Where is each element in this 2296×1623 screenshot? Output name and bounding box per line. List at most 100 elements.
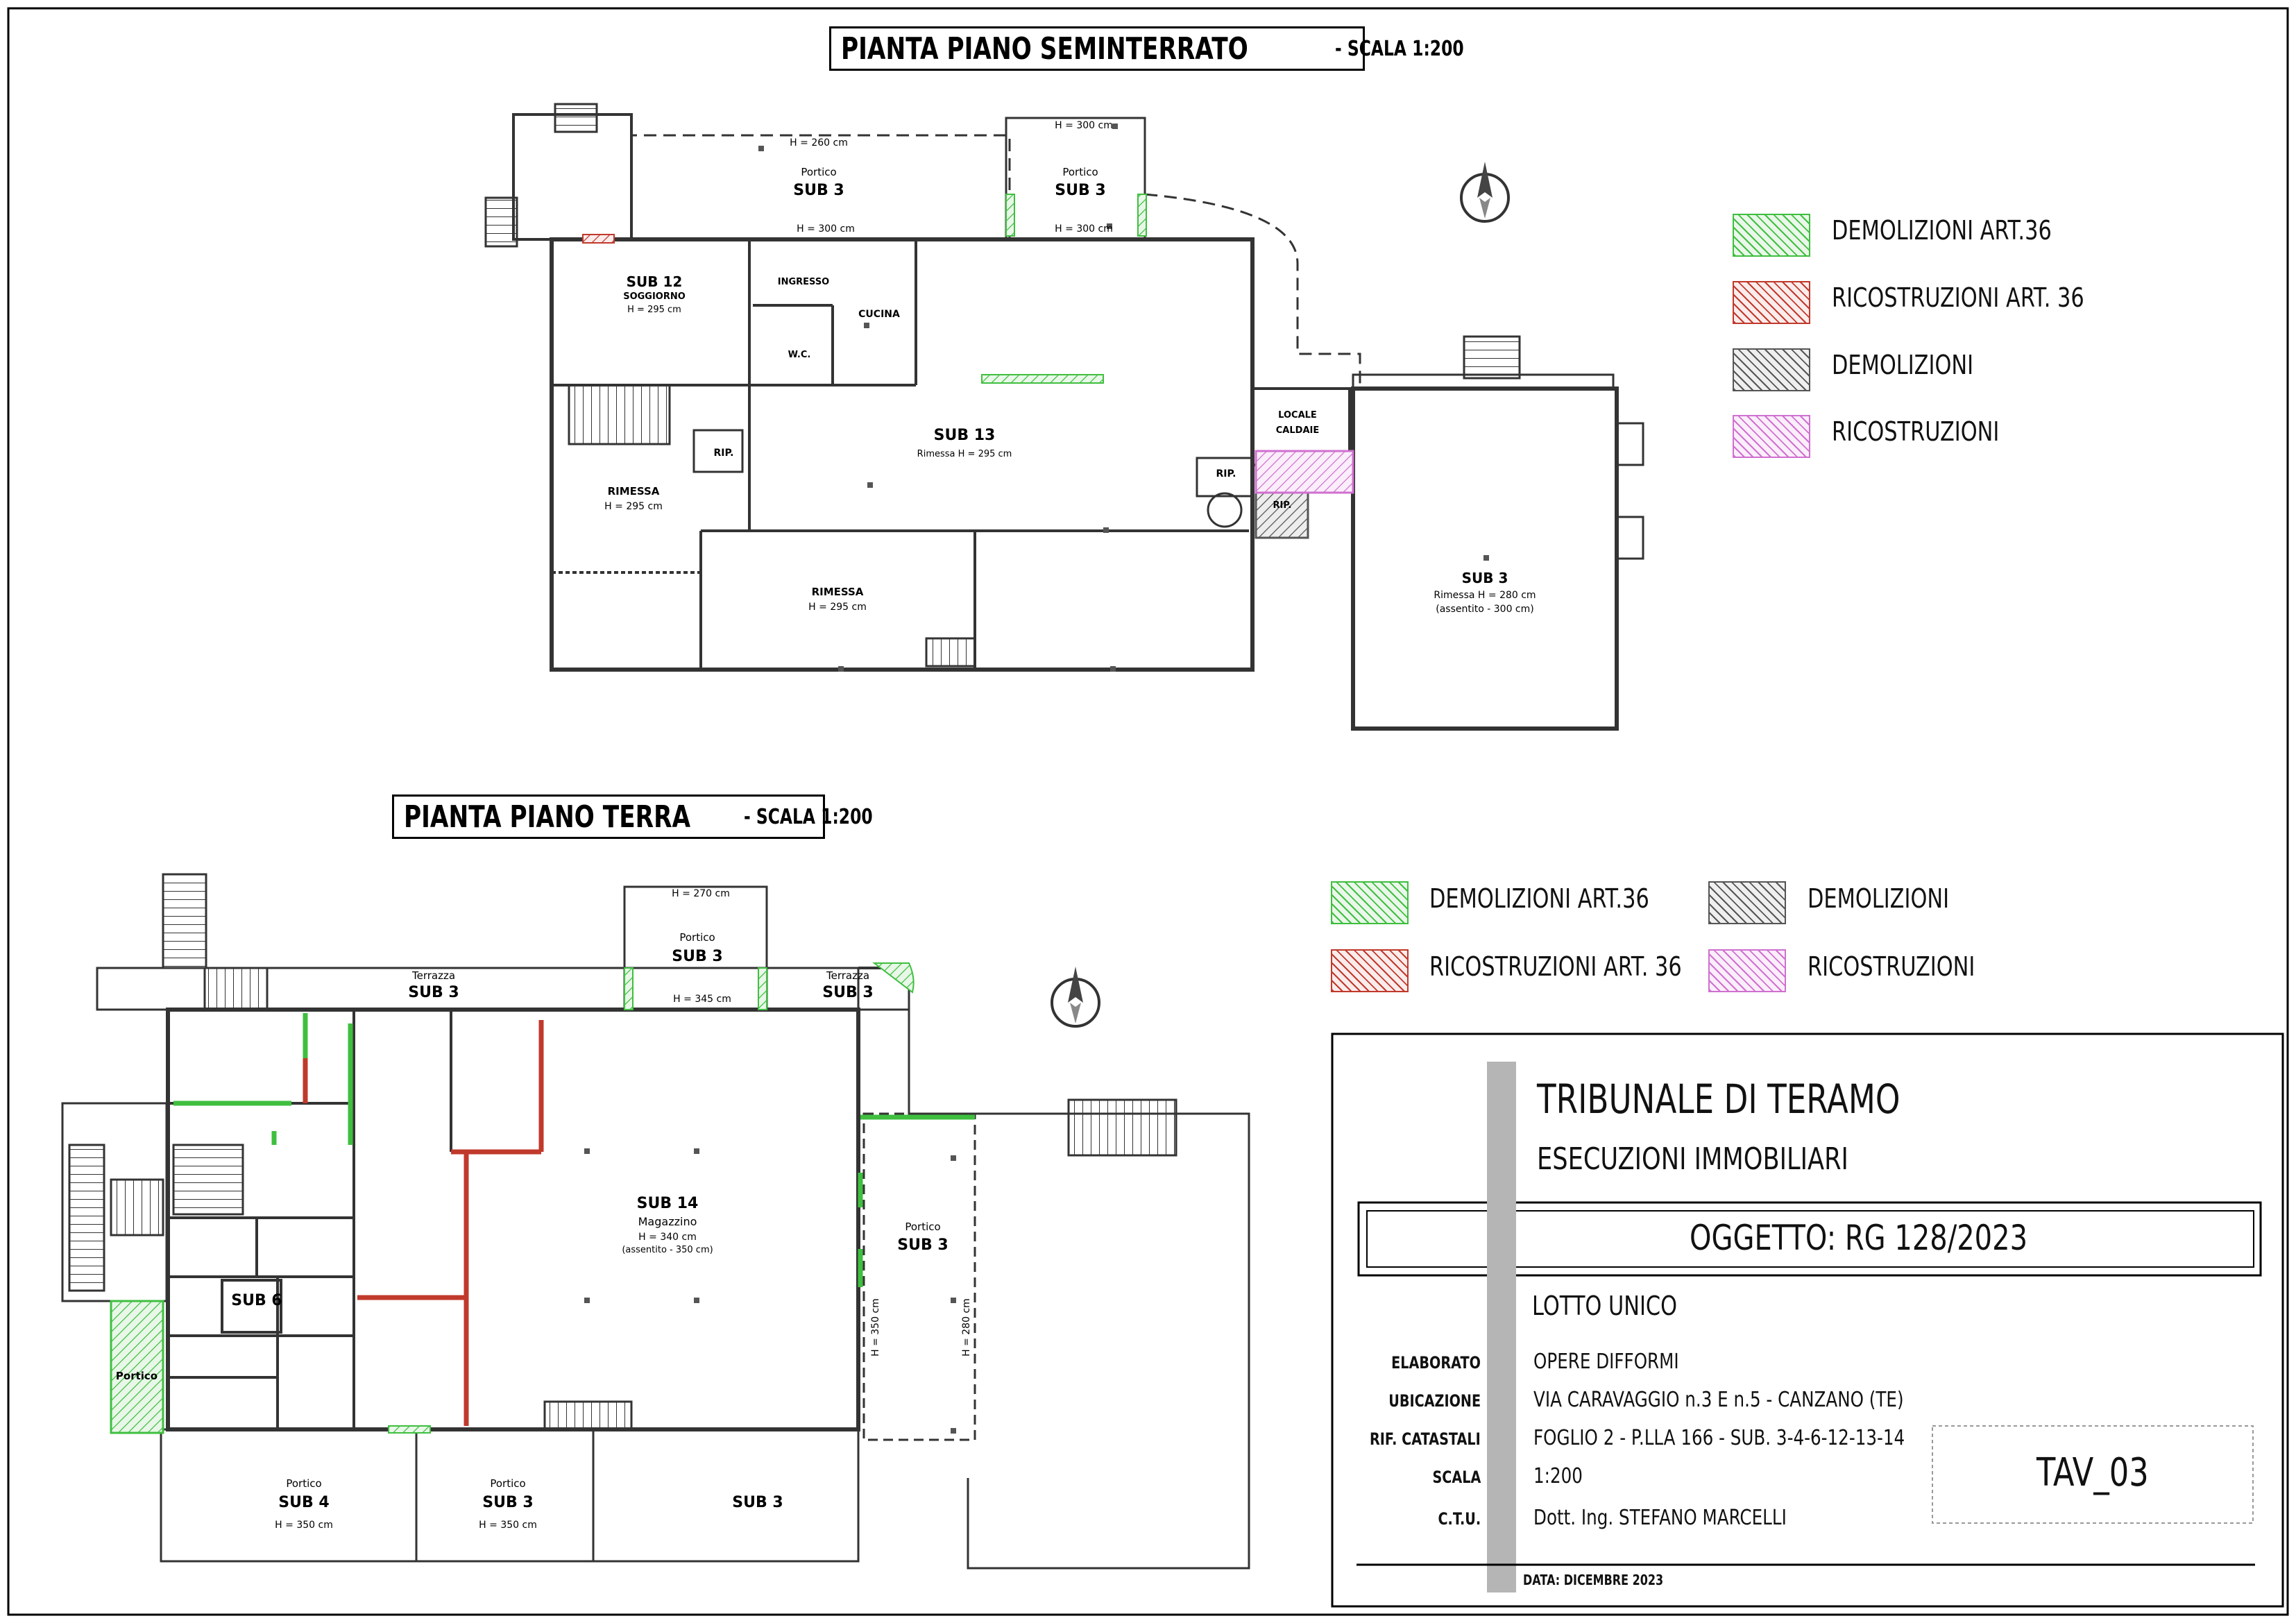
basement-label: H = 260 cm: [790, 137, 848, 148]
basement-green-porch-r: [1137, 194, 1147, 237]
ground-green-porch-left: [110, 1300, 164, 1434]
ground-green-porch-top-l: [624, 967, 633, 1010]
legend-swatch-ricostruzioni: [1708, 949, 1786, 992]
legend-label: DEMOLIZIONI: [1808, 883, 1950, 914]
basement-internal-stair: [568, 384, 671, 445]
ground-label: Portico: [286, 1477, 322, 1490]
ground-bottom-porches: [160, 1428, 860, 1563]
basement-label: INGRESSO: [777, 277, 830, 287]
ground-label: H = 280 cm: [960, 1298, 972, 1357]
ground-label: SUB 3: [732, 1494, 783, 1511]
titleblock-tav: TAV_03: [2036, 1450, 2149, 1495]
ground-label: SUB 3: [822, 984, 874, 1001]
basement-label: Rimessa H = 295 cm: [917, 449, 1012, 459]
ground-main-block: [166, 1008, 860, 1431]
legend-swatch-ricostruzioni: [1733, 415, 1810, 458]
basement-label: SUB 13: [933, 427, 996, 444]
basement-label: H = 300 cm: [797, 223, 855, 235]
ground-columns: [584, 1148, 956, 1434]
basement-plan: [484, 103, 1644, 731]
ground-label: SUB 14: [636, 1195, 699, 1212]
ground-stair-tower: [162, 873, 207, 969]
ground-label: Portico: [490, 1477, 526, 1490]
legend-label: DEMOLIZIONI: [1832, 350, 1974, 380]
legend-swatch-demolizioni-art36: [1733, 214, 1810, 257]
basement-porch-outline: [630, 134, 1011, 239]
ground-label: (assentito - 350 cm): [622, 1245, 713, 1255]
basement-label: SUB 3: [1055, 182, 1106, 199]
basement-rip-left: [1196, 457, 1254, 498]
ground-label: SUB 3: [408, 984, 459, 1001]
ground-title: PIANTA PIANO TERRA - SCALA 1:200: [392, 794, 872, 839]
ground-label: H = 340 cm: [638, 1232, 697, 1243]
titleblock-division: ESECUZIONI IMMOBILIARI: [1537, 1141, 1848, 1177]
ground-label: H = 345 cm: [673, 994, 731, 1005]
basement-label: CALDAIE: [1275, 425, 1320, 436]
basement-main-block: [550, 237, 1255, 672]
basement-label: RIMESSA: [811, 586, 864, 598]
basement-label: Rimessa H = 280 cm: [1434, 590, 1536, 601]
legend-label: RICOSTRUZIONI ART. 36: [1832, 282, 2084, 313]
basement-label: Portico: [801, 166, 837, 178]
basement-label: W.C.: [788, 350, 811, 360]
basement-label: SUB 3: [793, 182, 844, 199]
ground-red-walls: [303, 1020, 544, 1426]
titleblock-court: TRIBUNALE DI TERAMO: [1537, 1076, 1900, 1123]
legend-label: RICOSTRUZIONI: [1808, 951, 1975, 982]
legend-label: DEMOLIZIONI ART.36: [1429, 883, 1649, 914]
ground-title-text: PIANTA PIANO TERRA: [404, 799, 691, 835]
basement-label: RIMESSA: [607, 485, 660, 498]
titleblock-row-key: C.T.U.: [1438, 1509, 1481, 1529]
ground-label: SUB 3: [482, 1494, 534, 1511]
basement-label: SUB 12: [626, 273, 683, 290]
basement-label: RIP.: [713, 448, 734, 459]
legend-swatch-ricostruzioni-art36: [1331, 949, 1409, 992]
north-arrow-icon: [1051, 967, 1100, 1028]
ground-green-terrace-corner: [872, 962, 915, 994]
basement-label: LOCALE: [1278, 410, 1317, 420]
basement-label: H = 295 cm: [604, 501, 663, 512]
ground-label: Portico: [679, 931, 715, 944]
titleblock-frame: [1331, 1033, 2284, 1608]
basement-label: RIP.: [1273, 500, 1292, 511]
titleblock-row-key: SCALA: [1432, 1468, 1481, 1487]
ground-label: H = 350 cm: [479, 1520, 537, 1531]
basement-title: PIANTA PIANO SEMINTERRATO - SCALA 1:200: [829, 26, 1464, 71]
ground-sub6-room: [221, 1279, 282, 1334]
basement-title-text: PIANTA PIANO SEMINTERRATO: [841, 31, 1248, 67]
basement-red-strip: [582, 234, 615, 244]
ground-label: SUB 4: [278, 1494, 330, 1511]
ground-title-scale: - SCALA 1:200: [743, 804, 873, 829]
titleblock-oggetto: OGGETTO: RG 128/2023: [1690, 1218, 2028, 1258]
basement-label: Portico: [1062, 166, 1098, 178]
basement-stair-tower: [512, 113, 633, 241]
ground-label: H = 350 cm: [275, 1520, 333, 1531]
titleblock-row-value: Dott. Ing. STEFANO MARCELLI: [1533, 1506, 1787, 1530]
legend-swatch-ricostruzioni-art36: [1733, 281, 1810, 324]
ground-green-porch-top-r: [758, 967, 767, 1010]
basement-green-porch-l: [1005, 194, 1015, 237]
ground-label: Magazzino: [638, 1215, 697, 1228]
ground-porch-top: [623, 885, 768, 1011]
legend-label: DEMOLIZIONI ART.36: [1832, 215, 2052, 246]
legend-swatch-demolizioni: [1708, 881, 1786, 924]
ground-green-walls: [173, 1013, 975, 1287]
titleblock-row-value: OPERE DIFFORMI: [1533, 1350, 1679, 1374]
basement-label: (assentito - 300 cm): [1436, 604, 1534, 615]
basement-label: SOGGIORNO: [623, 291, 686, 302]
basement-label: H = 295 cm: [627, 305, 681, 315]
legend-label: RICOSTRUZIONI: [1832, 416, 2000, 447]
sheet-frame: [7, 7, 2289, 1616]
titleblock-row-key: RIF. CATASTALI: [1370, 1429, 1481, 1449]
ground-plan: [61, 873, 1250, 1570]
titleblock-date: DATA: DICEMBRE 2023: [1523, 1572, 1664, 1588]
basement-grey-rip: [1255, 491, 1309, 539]
titleblock-row-value: 1:200: [1533, 1464, 1583, 1488]
ground-label: Portico: [905, 1221, 941, 1233]
basement-label: H = 295 cm: [808, 602, 867, 613]
titleblock-lotto: LOTTO UNICO: [1532, 1291, 1678, 1321]
basement-label: RIP.: [1216, 468, 1236, 479]
ground-label: Portico: [115, 1370, 158, 1382]
ground-porch-right: [862, 1112, 976, 1441]
